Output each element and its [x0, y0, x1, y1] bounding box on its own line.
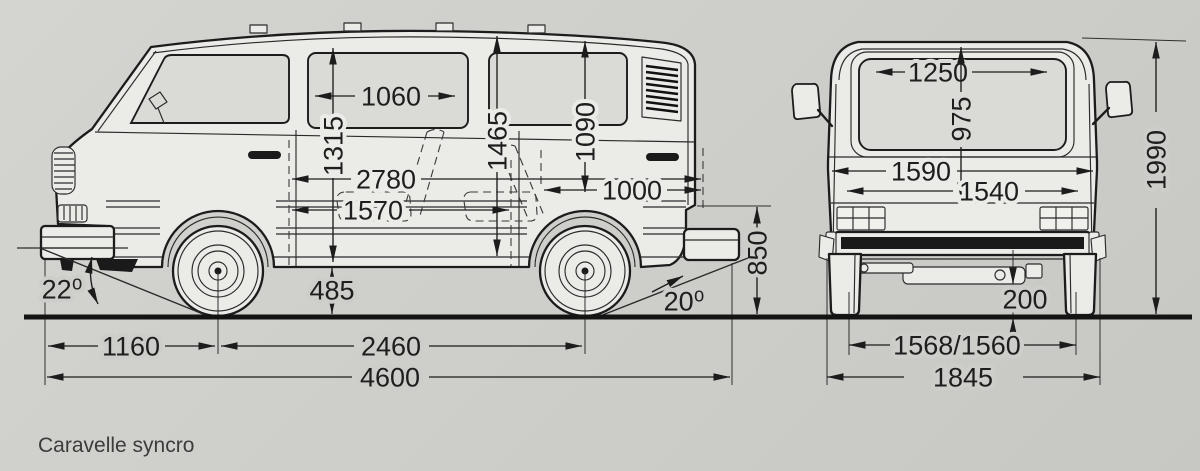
- dim-body-width-upper: 1590: [891, 156, 951, 186]
- dim-wheelbase: 2460: [361, 331, 421, 361]
- middle-side-window: [307, 52, 469, 129]
- dim-interior-height-front: 1315: [318, 116, 348, 176]
- rear-view-drawing: [791, 40, 1134, 317]
- rear-view-dimensions: 1250 975 1590 1540 1990 200 1568/1560 18…: [826, 37, 1187, 396]
- dim-side-window-width: 1060: [361, 81, 421, 111]
- dim-rear-seat-to-tail: 1000: [602, 175, 662, 205]
- dim-rear-window-width: 1250: [908, 57, 968, 87]
- sliding-door-handle: [646, 153, 679, 161]
- rear-wheel-left: [827, 252, 863, 317]
- underbody-exhaust: [856, 258, 1069, 285]
- rear-wheel-right: [1062, 252, 1098, 317]
- taillight-right: [1039, 206, 1089, 231]
- mirror-right: [1091, 80, 1134, 126]
- front-door-window: [129, 54, 290, 124]
- dim-ground-clearance: 200: [1002, 284, 1047, 314]
- dim-sill-height: 485: [309, 275, 354, 305]
- dim-interior-height-middle: 1465: [482, 111, 512, 171]
- engine-louver-vent: [641, 56, 682, 122]
- bumper-black-strip: [841, 237, 1084, 249]
- dim-body-width-lower: 1540: [959, 176, 1019, 206]
- dim-interior-length: 2780: [356, 164, 416, 194]
- dim-overall-length: 4600: [360, 362, 420, 392]
- dim-interior-height-rear: 1090: [570, 102, 600, 162]
- dim-track-width: 1568/1560: [893, 330, 1021, 360]
- turn-signal-grille: [57, 204, 88, 223]
- seat-outlines: [336, 128, 546, 222]
- dim-approach-angle: 22⁰: [42, 274, 83, 304]
- rear-side-window: [488, 52, 628, 126]
- side-view-dimensions: 1060 1315 1465 1090 2780 1570 1000 485 8…: [17, 36, 776, 396]
- dim-door-area-length: 1570: [343, 195, 403, 225]
- dim-front-overhang: 1160: [102, 331, 160, 361]
- dim-rear-bumper-height: 850: [742, 230, 772, 275]
- side-view-drawing: [39, 22, 741, 318]
- dim-departure-angle: 20⁰: [664, 286, 705, 316]
- model-caption: Caravelle syncro: [38, 434, 194, 457]
- mirror-left: [791, 82, 834, 128]
- taillight-left: [836, 206, 886, 231]
- door-mirror: [148, 91, 168, 110]
- dim-overall-width: 1845: [933, 362, 993, 392]
- front-door-handle: [248, 151, 281, 159]
- dim-overall-height: 1990: [1141, 130, 1171, 190]
- headlight: [51, 146, 76, 195]
- front-bumper: [39, 224, 116, 261]
- rear-bumper: [682, 227, 741, 262]
- dim-rear-hatch-height: 975: [946, 96, 976, 141]
